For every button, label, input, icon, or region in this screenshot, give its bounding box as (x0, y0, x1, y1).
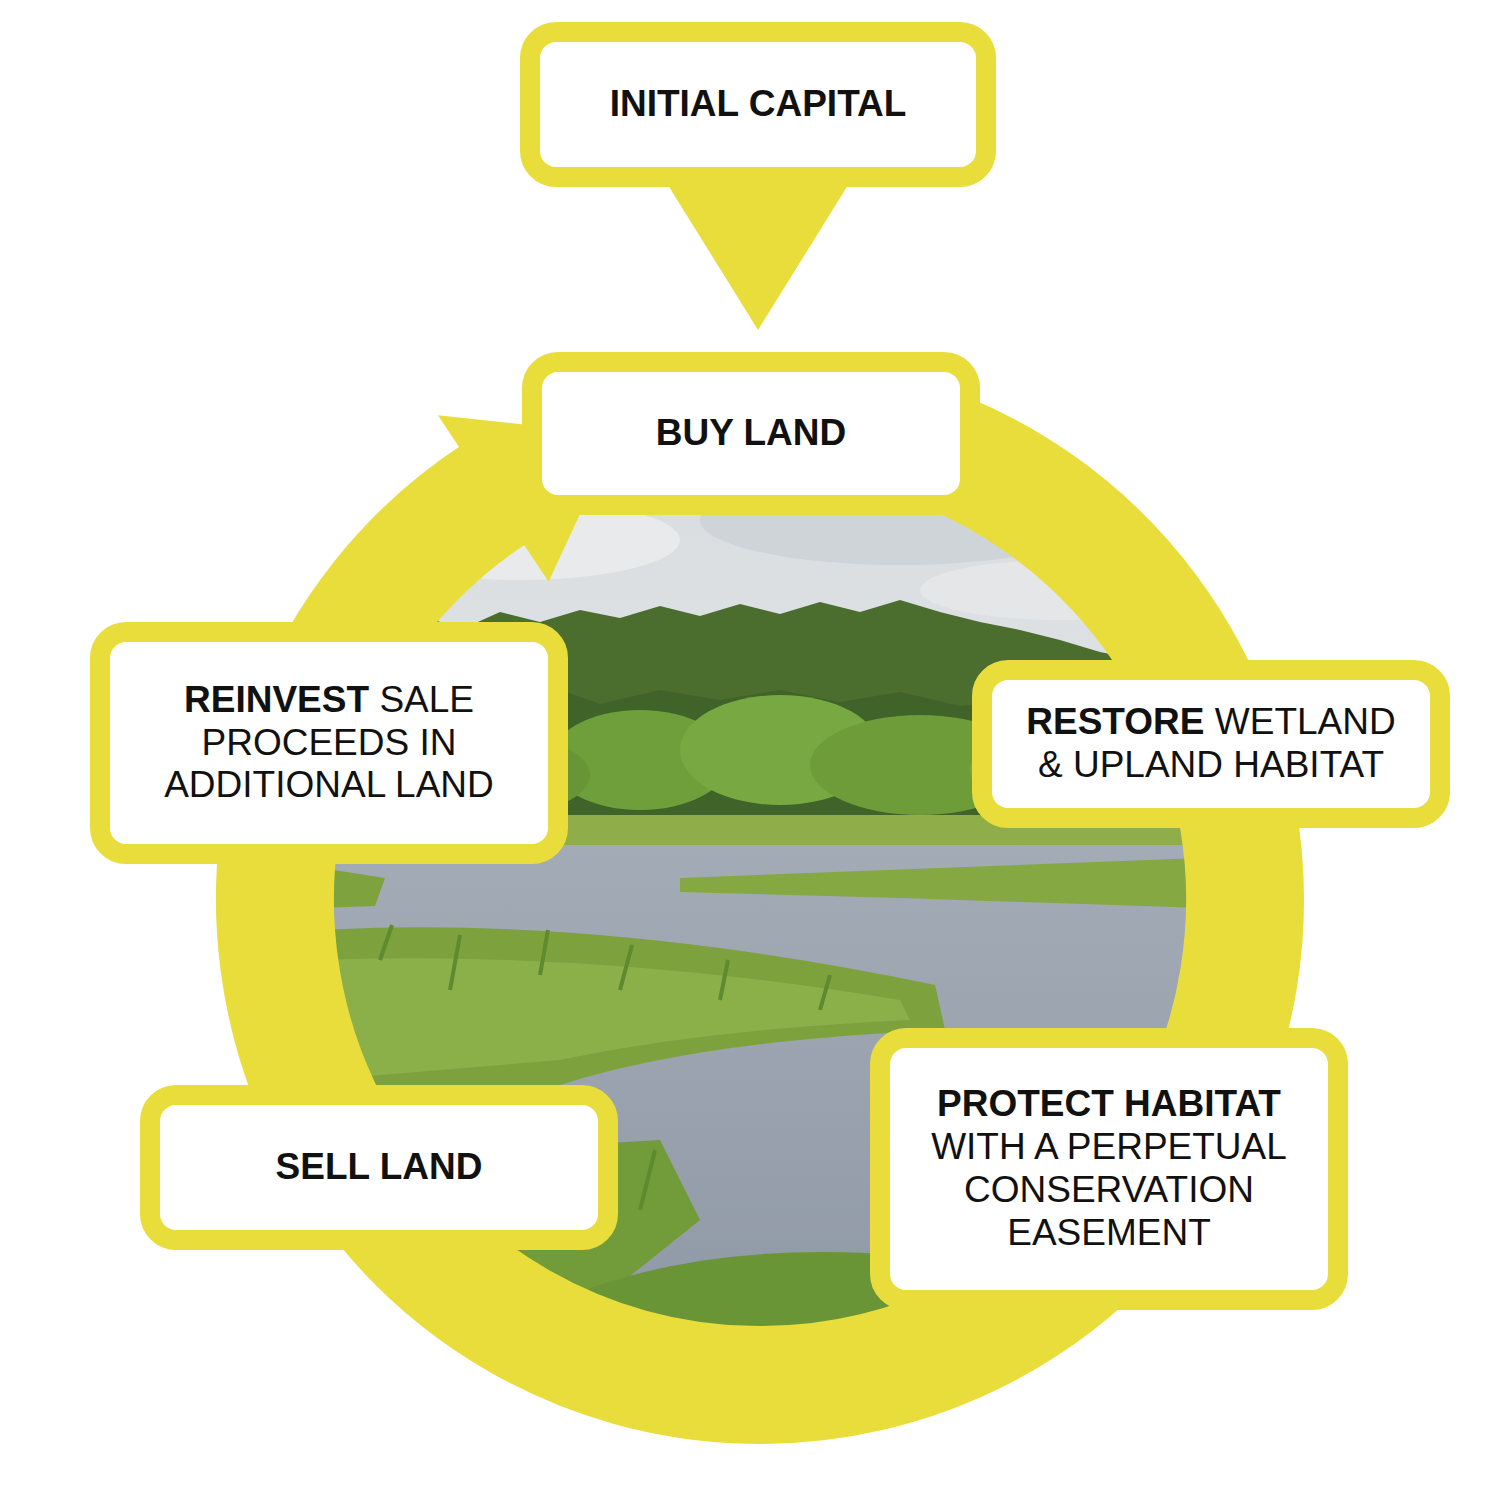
step-box: BUY LAND (522, 352, 980, 515)
text-wrap: RESTOREWETLAND & UPLAND HABITAT (1013, 701, 1409, 787)
step-heading: REINVEST (184, 679, 369, 720)
text-wrap: REINVESTSALE PROCEEDS IN ADDITIONAL LAND (131, 679, 527, 808)
step-heading: RESTORE (1026, 701, 1204, 742)
text-wrap: PROTECT HABITATWITH A PERPETUAL CONSERVA… (911, 1083, 1307, 1255)
step-box: PROTECT HABITATWITH A PERPETUAL CONSERVA… (870, 1028, 1348, 1310)
step-box: REINVESTSALE PROCEEDS IN ADDITIONAL LAND (90, 622, 568, 864)
text-wrap: INITIAL CAPITAL (561, 83, 955, 126)
step-box: SELL LAND (140, 1085, 618, 1250)
capital-box: INITIAL CAPITAL (520, 22, 996, 187)
reeds (680, 858, 1200, 908)
step-heading: PROTECT HABITAT (911, 1083, 1307, 1126)
step-heading: BUY LAND (563, 412, 939, 455)
step-box: RESTOREWETLAND & UPLAND HABITAT (972, 660, 1450, 828)
step-heading: SELL LAND (181, 1146, 577, 1189)
text-wrap: SELL LAND (181, 1146, 577, 1189)
pointer-arrow (658, 169, 858, 330)
pointer-connector (658, 169, 858, 330)
step-heading: INITIAL CAPITAL (561, 83, 955, 126)
reeds-light (320, 958, 910, 1080)
reeds (320, 927, 945, 1105)
text-wrap: BUY LAND (563, 412, 939, 455)
step-text: WITH A PERPETUAL CONSERVATION EASEMENT (911, 1126, 1307, 1255)
